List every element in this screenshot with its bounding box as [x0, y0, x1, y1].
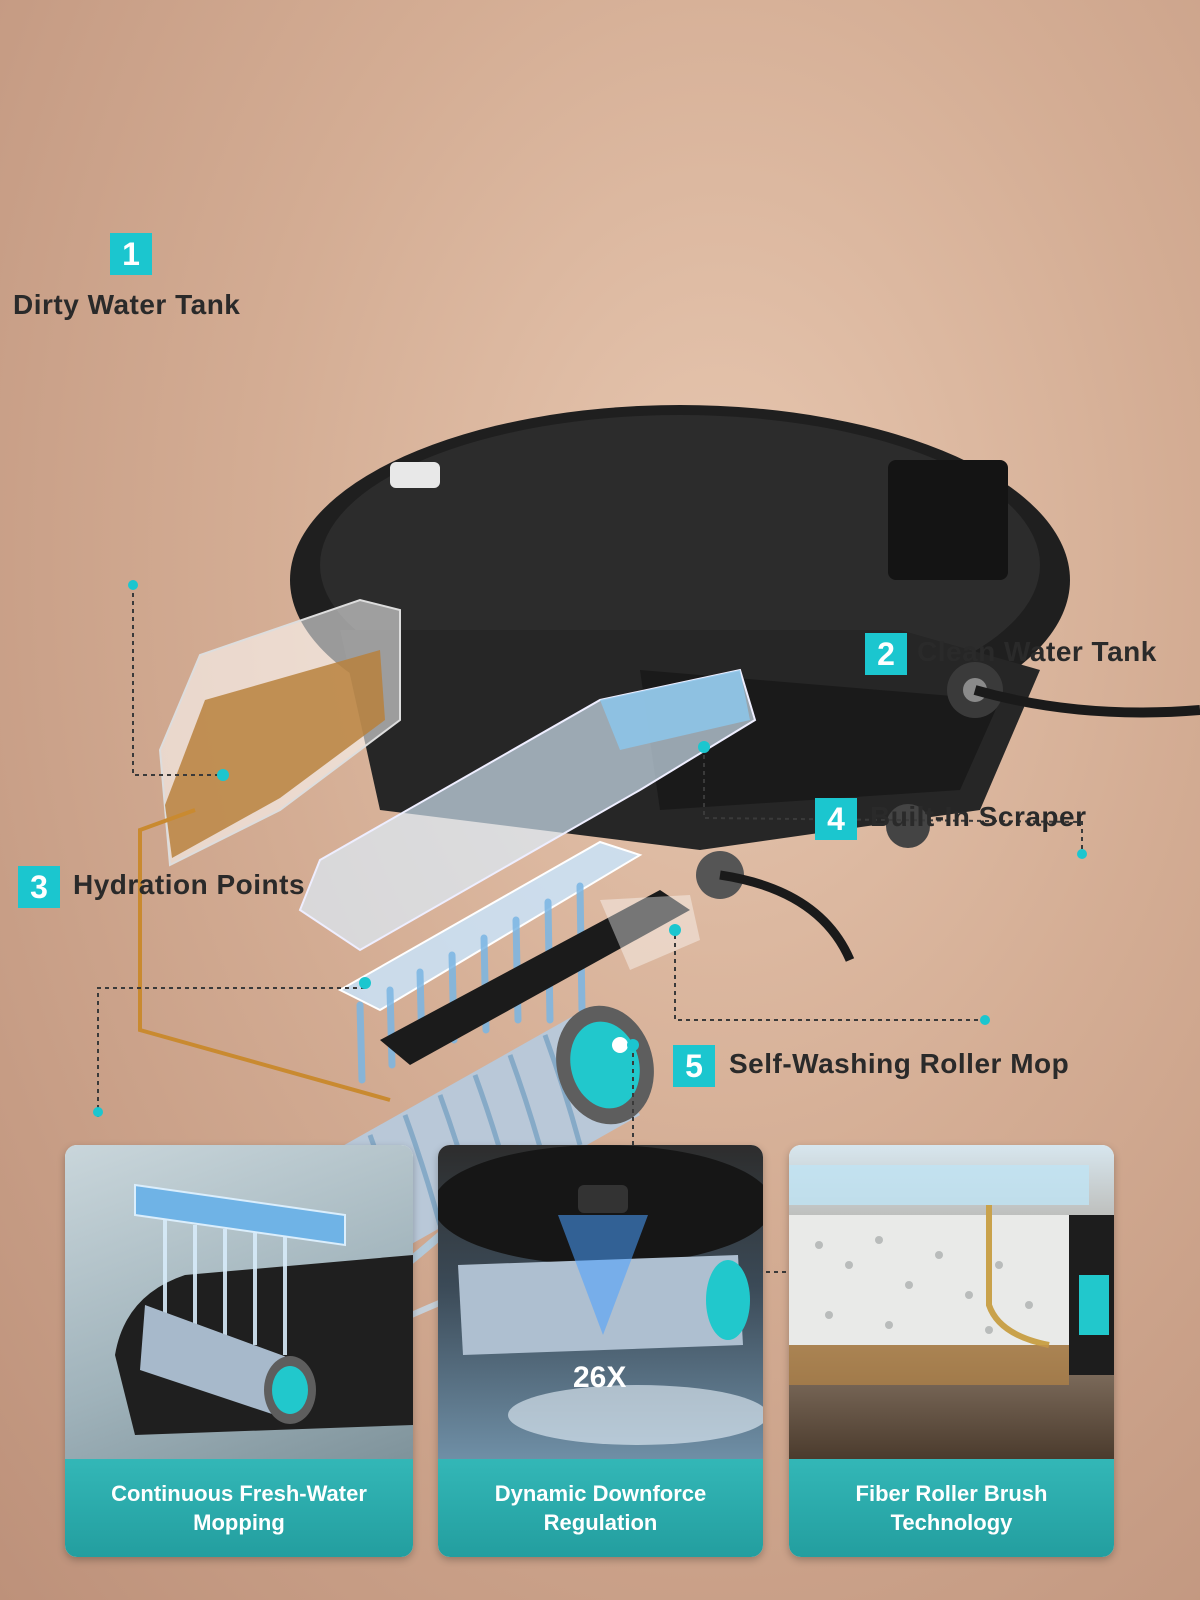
callout-4-label: Built-In Scraper: [870, 801, 1087, 832]
callout-4-number: 4: [815, 798, 857, 840]
card-caption-dynamic-downforce: Dynamic Downforce Regulation: [438, 1459, 763, 1557]
callout-5-label: Self-Washing Roller Mop: [729, 1048, 1070, 1079]
card-caption-continuous-mopping: Continuous Fresh-Water Mopping: [65, 1459, 413, 1557]
card-image-continuous-mopping: [65, 1145, 413, 1459]
clean-water-tank-graphic: [298, 668, 757, 952]
card-image-dynamic-downforce: 26X: [438, 1145, 763, 1459]
callout-5-number: 5: [673, 1045, 715, 1087]
hose-line: [138, 808, 391, 1102]
dirty-water-tank-graphic: [158, 598, 401, 867]
feature-card-continuous-mopping: Continuous Fresh-Water Mopping: [65, 1145, 413, 1557]
downforce-badge: 26X: [573, 1361, 626, 1394]
callout-3-number: 3: [18, 866, 60, 908]
robot-body: [290, 405, 1200, 962]
feature-card-fiber-roller: Fiber Roller Brush Technology: [789, 1145, 1114, 1557]
callout-2-label: Clean Water Tank: [917, 636, 1157, 667]
feature-card-dynamic-downforce: 26X Dynamic Downforce Regulation: [438, 1145, 763, 1557]
scraper-graphic: [380, 890, 700, 1065]
callout-2-number: 2: [865, 633, 907, 675]
callout-1-number: 1: [110, 233, 152, 275]
callout-1-label: Dirty Water Tank: [13, 289, 241, 320]
callout-3-label: Hydration Points: [73, 869, 306, 900]
card-caption-fiber-roller: Fiber Roller Brush Technology: [789, 1459, 1114, 1557]
card-image-fiber-roller: [789, 1145, 1114, 1459]
